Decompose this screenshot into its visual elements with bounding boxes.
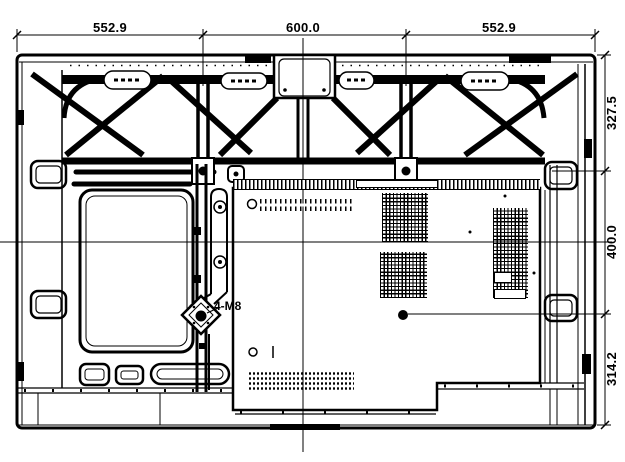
perforation-grid-right [493,208,528,298]
central-back-panel [17,165,584,425]
handle-left-upper [29,159,68,190]
vent-slot-row [260,199,354,211]
m8-hole-lower-left [195,310,207,322]
connector-cutout [494,272,512,283]
dim-text-right-middle: 400.0 [604,224,619,260]
panel-top-rail-slot [356,180,438,188]
connector-cutout [494,289,526,299]
top-truss-structure [30,70,579,187]
dim-text-right-upper: 327.5 [604,95,619,131]
dim-text-top-center: 600.0 [285,20,321,35]
m8-hole-lower-right [398,310,408,320]
dim-text-right-lower: 314.2 [604,351,619,387]
perforation-grid-lower [380,252,427,298]
right-edge-clip-upper [584,139,592,158]
handle-left-lower [29,289,68,320]
panel-details [246,194,611,358]
truss-oval-cutout [103,70,152,90]
center-mount-box [272,53,337,100]
bottom-center-bar [270,424,340,430]
top-edge-clip-right [509,55,551,63]
m8-hole-upper-right [401,166,411,176]
dim-text-top-right: 552.9 [481,20,517,35]
left-edge-clip-lower [17,362,24,381]
vertical-mount-rail [189,164,245,392]
left-cavity-frame [78,188,195,354]
dimension-lines [12,29,611,430]
mount-hole-label: 4-M8 [214,299,242,313]
right-edge-clip-lower [582,354,591,374]
handle-right-upper [543,160,579,191]
vesa-plate-lower-left [180,294,222,336]
screw-boss [246,198,258,210]
vent-dot-grid [248,371,354,390]
left-edge-clip-upper [17,110,24,125]
perforation-grid-upper [382,193,428,242]
truss-oval-cutout [220,72,268,90]
dim-text-top-left: 552.9 [92,20,128,35]
bottom-ports [78,362,231,387]
screw-boss [248,347,258,357]
top-edge-clip-left [245,55,271,63]
